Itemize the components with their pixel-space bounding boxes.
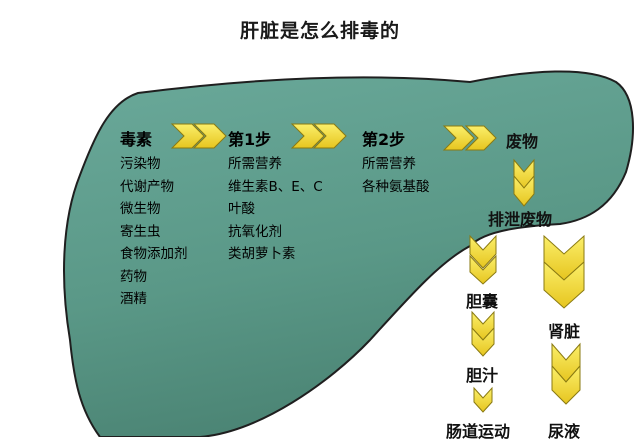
toxins-column: 毒素 污染物 代谢产物 微生物 寄生虫 食物添加剂 药物 酒精	[120, 126, 188, 311]
step1-column: 第1步 所需营养 维生素B、E、C 叶酸 抗氧化剂 类胡萝卜素	[228, 126, 323, 266]
arrow-excrete-to-gallbladder	[469, 234, 497, 285]
kidney-label: 肾脏	[548, 322, 581, 341]
toxin-item: 药物	[120, 268, 147, 285]
toxin-item: 微生物	[120, 201, 161, 217]
step2-column: 第2步 所需营养 各种氨基酸	[362, 126, 430, 198]
excrete-waste-label: 排泄废物	[488, 210, 553, 229]
toxin-item: 寄生虫	[120, 223, 161, 240]
step1-item: 类胡萝卜素	[228, 246, 296, 262]
step1-heading: 第1步	[228, 130, 272, 149]
toxin-item: 酒精	[120, 291, 147, 307]
arrow-excrete-to-kidney	[543, 234, 585, 309]
step1-item: 叶酸	[228, 201, 255, 217]
urine-label: 尿液	[548, 422, 581, 441]
arrow-step2-to-waste	[442, 125, 497, 151]
toxins-heading: 毒素	[120, 130, 153, 149]
gallbladder-label: 胆囊	[466, 292, 499, 311]
arrow-toxins-to-step1	[170, 123, 227, 149]
step1-item: 维生素B、E、C	[228, 178, 323, 195]
arrow-kidney-to-urine	[551, 342, 581, 405]
step2-item: 各种氨基酸	[362, 178, 430, 195]
arrow-gallbladder-to-bile	[471, 310, 495, 357]
arrow-waste-to-excrete	[513, 158, 535, 207]
step2-heading: 第2步	[362, 130, 406, 149]
bile-label: 胆汁	[466, 366, 499, 385]
step1-item: 所需营养	[228, 156, 282, 172]
toxin-item: 代谢产物	[120, 178, 174, 195]
step2-item: 所需营养	[362, 156, 416, 172]
step1-item: 抗氧化剂	[228, 223, 282, 240]
intestine-label: 肠道运动	[446, 422, 511, 441]
arrow-bile-to-intestine	[473, 386, 493, 413]
diagram-title: 肝脏是怎么排毒的	[239, 20, 400, 42]
toxin-item: 食物添加剂	[120, 246, 188, 262]
waste-label: 废物	[506, 132, 539, 151]
arrow-step1-to-step2	[290, 123, 347, 149]
toxin-item: 污染物	[120, 156, 161, 172]
